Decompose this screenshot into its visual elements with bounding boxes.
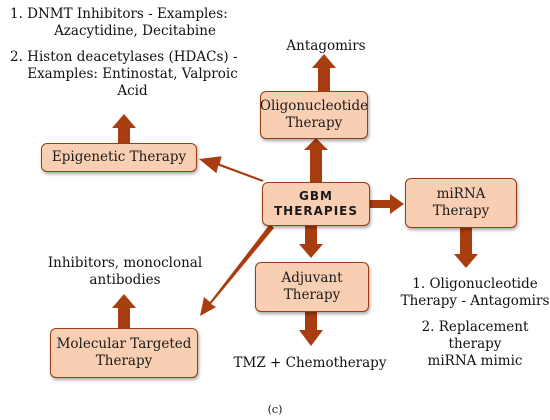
epigenetic-note-2b: Examples: Entinostat, Valproic (27, 66, 238, 82)
molecular-label-1: Molecular Targeted (56, 336, 192, 352)
arrow-to-oligonucleotide (304, 138, 328, 183)
oligonucleotide-label-1: Oligonucleotide (259, 98, 369, 114)
arrow-to-adjuvant (299, 224, 323, 258)
arrow-to-molecular (200, 224, 274, 316)
epigenetic-label: Epigenetic Therapy (51, 149, 187, 165)
arrow-to-tmz (299, 312, 323, 346)
arrow-to-mirna-notes (454, 228, 478, 268)
box-molecular-targeted-therapy: Molecular Targeted Therapy (50, 328, 198, 378)
epigenetic-note-2a: 2. Histon deacetylases (HDACs) - (10, 49, 238, 65)
mirna-note-2b: miRNA mimic (427, 353, 523, 369)
figure-caption: (c) (267, 403, 283, 416)
molecular-note-b: antibodies (89, 272, 161, 288)
antagomirs-note: Antagomirs (286, 38, 366, 54)
mirna-label-1: miRNA (436, 186, 486, 202)
arrow-to-epigenetic-notes (112, 114, 136, 143)
epigenetic-note-2c: Acid (117, 83, 148, 99)
epigenetic-notes: 1. DNMT Inhibitors - Examples: Azacytidi… (10, 6, 270, 100)
molecular-notes: Inhibitors, monoclonal antibodies (40, 255, 210, 289)
box-oligonucleotide-therapy: Oligonucleotide Therapy (260, 91, 368, 139)
arrow-to-antagomirs (312, 54, 336, 91)
arrow-to-mirna (368, 194, 404, 214)
tmz-note: TMZ + Chemotherapy (233, 355, 387, 371)
epigenetic-note-1a: 1. DNMT Inhibitors - Examples: (10, 6, 228, 22)
mirna-note-2a: 2. Replacement therapy (421, 319, 529, 352)
gbm-label: GBM (299, 189, 333, 203)
box-epigenetic-therapy: Epigenetic Therapy (41, 143, 197, 172)
mirna-note-1b: Therapy - Antagomirs (400, 293, 550, 309)
epigenetic-note-1b: Azacytidine, Decitabine (54, 23, 216, 39)
adjuvant-label-1: Adjuvant (281, 270, 343, 286)
oligonucleotide-label-2: Therapy (285, 115, 343, 131)
box-gbm-therapies: GBM THERAPIES (262, 182, 370, 226)
mirna-label-2: Therapy (432, 203, 490, 219)
mirna-notes: 1. Oligonucleotide Therapy - Antagomirs … (400, 276, 550, 370)
arrow-to-molecular-notes (112, 294, 136, 328)
adjuvant-label-2: Therapy (283, 287, 341, 303)
molecular-note-a: Inhibitors, monoclonal (47, 255, 203, 271)
arrow-to-epigenetic (199, 156, 264, 182)
box-mirna-therapy: miRNA Therapy (405, 178, 517, 228)
therapies-label: THERAPIES (273, 204, 359, 218)
mirna-note-1a: 1. Oligonucleotide (412, 276, 538, 292)
box-adjuvant-therapy: Adjuvant Therapy (255, 262, 369, 312)
molecular-label-2: Therapy (95, 353, 153, 369)
